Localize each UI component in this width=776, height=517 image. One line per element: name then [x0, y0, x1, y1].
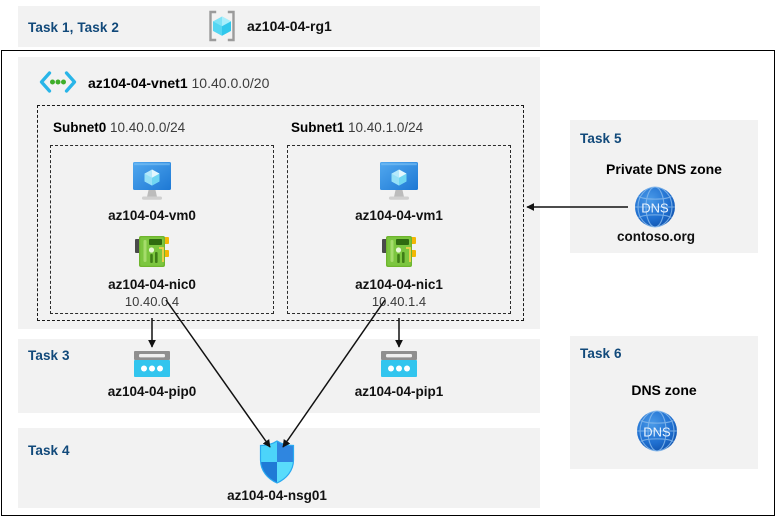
- task-label-task6: Task 6: [580, 346, 622, 361]
- subnets-container: [37, 105, 524, 321]
- panel-vnet: [18, 57, 540, 329]
- nsg-name: az104-04-nsg01: [227, 488, 327, 503]
- vm1-name: az104-04-vm1: [355, 208, 443, 223]
- panel-task3: [18, 339, 540, 413]
- pip0-name: az104-04-pip0: [107, 384, 197, 399]
- public-ip-address-icon: [380, 350, 418, 380]
- task-label-task4: Task 4: [28, 443, 70, 458]
- vnet-cidr: 10.40.0.0/20: [191, 75, 270, 91]
- subnet1-box: [287, 145, 511, 314]
- virtual-machine-icon: [376, 160, 422, 202]
- panel-task12: [18, 6, 540, 47]
- subnet0-name: Subnet0: [53, 120, 107, 135]
- subnet0-box: [50, 145, 274, 314]
- private-dns-zone-name: contoso.org: [617, 229, 695, 244]
- subnet0-label: Subnet0 10.40.0.0/24: [53, 120, 185, 135]
- network-security-group-icon: [258, 440, 296, 484]
- diagram-outer-border: [1, 50, 775, 516]
- public-ip-address-icon: [133, 350, 171, 380]
- subnet1-cidr: 10.40.1.0/24: [348, 120, 424, 135]
- resource-group-name: az104-04-rg1: [247, 18, 332, 34]
- resource-group-icon: [204, 8, 240, 44]
- subnet0-cidr: 10.40.0.0/24: [110, 120, 186, 135]
- dns-icon-text: DNS: [641, 201, 669, 216]
- vnet-name: az104-04-vnet1: [88, 75, 188, 91]
- nic1-ip: 10.40.1.4: [371, 294, 427, 309]
- virtual-machine-icon: [129, 160, 175, 202]
- nic0-ip: 10.40.0.4: [124, 294, 180, 309]
- network-interface-icon: [131, 234, 173, 272]
- network-interface-icon: [378, 234, 420, 272]
- task-label-task5: Task 5: [580, 131, 622, 146]
- panel-task5: [570, 120, 758, 253]
- subnet1-name: Subnet1: [291, 120, 345, 135]
- task-label-task3: Task 3: [28, 348, 70, 363]
- nic0-name: az104-04-nic0: [108, 277, 196, 292]
- dns-zone-icon: DNS: [633, 407, 681, 455]
- dns-zone-icon: DNS: [631, 183, 679, 231]
- vnet-label: az104-04-vnet1 10.40.0.0/20: [88, 75, 269, 91]
- pip1-name: az104-04-pip1: [354, 384, 444, 399]
- dns-icon-text: DNS: [643, 425, 671, 440]
- task-label-task12: Task 1, Task 2: [28, 20, 119, 35]
- dns-zone-title: DNS zone: [631, 382, 697, 398]
- virtual-network-icon: [37, 69, 79, 95]
- subnet1-label: Subnet1 10.40.1.0/24: [291, 120, 423, 135]
- vm0-name: az104-04-vm0: [108, 208, 196, 223]
- nic1-name: az104-04-nic1: [355, 277, 443, 292]
- private-dns-zone-title: Private DNS zone: [606, 161, 722, 177]
